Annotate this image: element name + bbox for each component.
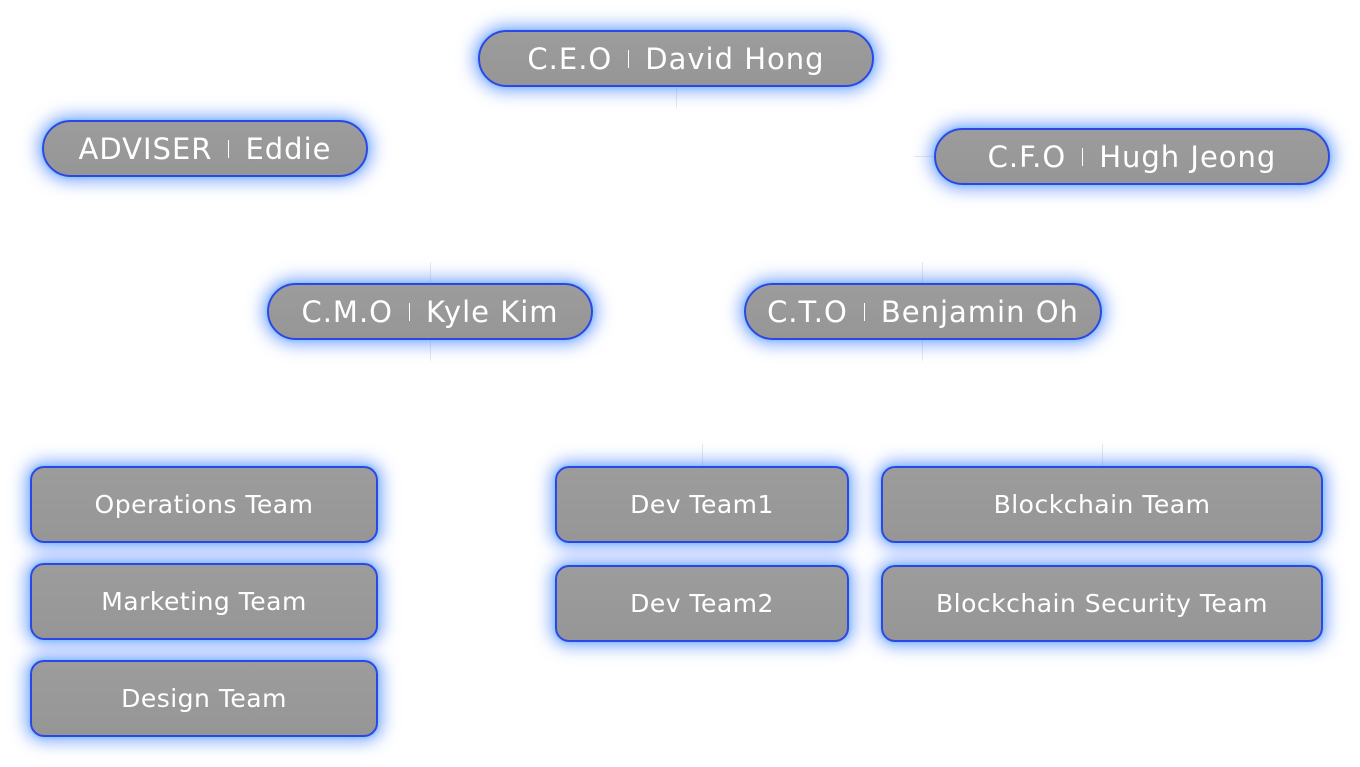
connector-devteam-up (702, 444, 703, 466)
ceo-box: C.E.O David Hong (478, 30, 874, 87)
connector-ceo-down (676, 86, 677, 108)
connector-cto-down (922, 339, 923, 361)
cfo-role: C.F.O (987, 139, 1067, 174)
divider (863, 302, 865, 321)
team-operations: Operations Team (30, 466, 378, 543)
cmo-box: C.M.O Kyle Kim (267, 283, 593, 340)
cto-box: C.T.O Benjamin Oh (744, 283, 1102, 340)
cfo-name: Hugh Jeong (1099, 139, 1277, 174)
adviser-role: ADVISER (78, 131, 213, 166)
ceo-name: David Hong (645, 41, 825, 76)
connector-cmo-down (430, 339, 431, 361)
connector-cfo-left (914, 156, 936, 157)
divider (1082, 147, 1084, 166)
cfo-box: C.F.O Hugh Jeong (934, 128, 1330, 185)
team-blockchain: Blockchain Team (881, 466, 1323, 543)
cto-name: Benjamin Oh (880, 294, 1079, 329)
adviser-box: ADVISER Eddie (42, 120, 368, 177)
connector-cto-up (922, 262, 923, 284)
divider (228, 139, 230, 158)
team-marketing: Marketing Team (30, 563, 378, 640)
team-design: Design Team (30, 660, 378, 737)
ceo-role: C.E.O (527, 41, 613, 76)
team-blockchain-security: Blockchain Security Team (881, 565, 1323, 642)
connector-cmo-up (430, 262, 431, 284)
team-dev1: Dev Team1 (555, 466, 849, 543)
cmo-role: C.M.O (301, 294, 394, 329)
divider (409, 302, 411, 321)
connector-blockchain-up (1102, 444, 1103, 466)
cmo-name: Kyle Kim (426, 294, 559, 329)
team-dev2: Dev Team2 (555, 565, 849, 642)
adviser-name: Eddie (245, 131, 332, 166)
divider (628, 49, 630, 68)
cto-role: C.T.O (767, 294, 848, 329)
